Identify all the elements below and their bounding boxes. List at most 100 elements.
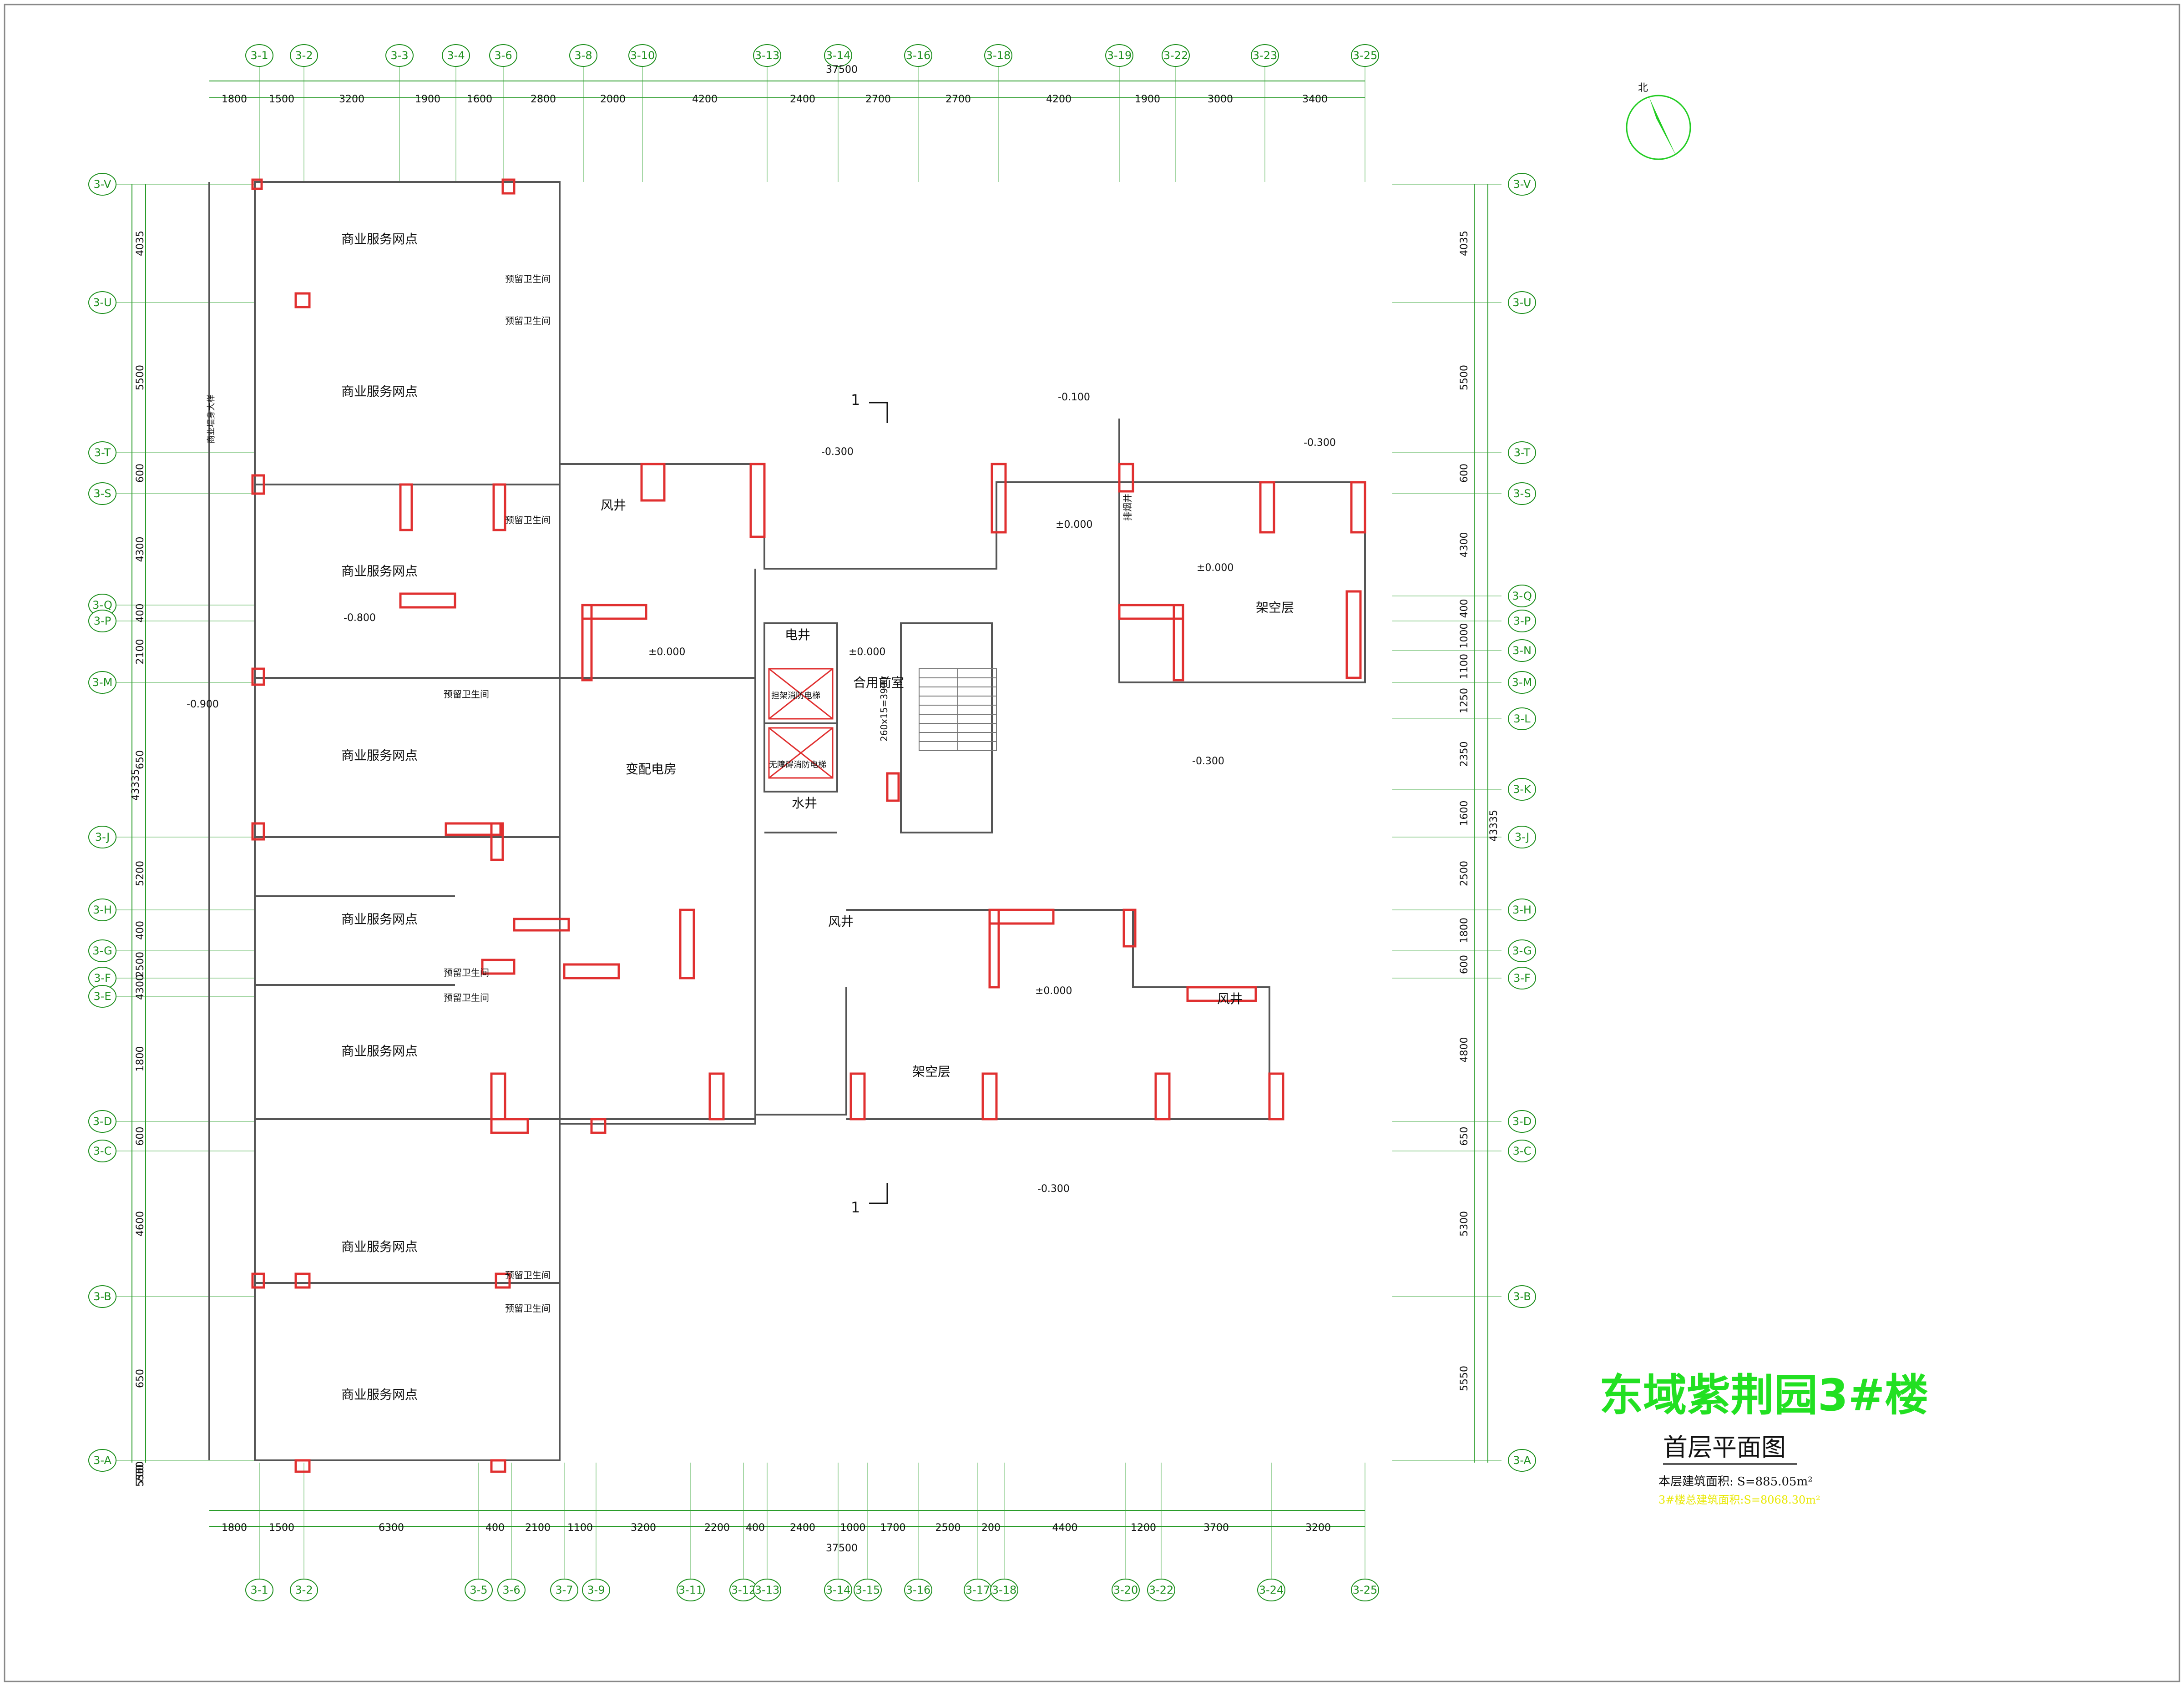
column	[1173, 604, 1184, 681]
axis-bubble-3-C: 3-C	[1508, 1140, 1536, 1162]
column	[501, 178, 516, 195]
axis-bubble-3-U: 3-U	[1508, 291, 1536, 314]
axis-bubble-3-K: 3-K	[1508, 778, 1536, 801]
column	[294, 1272, 311, 1289]
axis-label: 3-4	[447, 49, 465, 62]
axis-label: 3-2	[295, 49, 313, 62]
axis-bubble-3-B: 3-B	[1508, 1285, 1536, 1308]
column	[251, 474, 265, 495]
total-area: 3#楼总建筑面积:S=8068.30m²	[1658, 1494, 1820, 1506]
axis-bubble-3-A: 3-A	[88, 1449, 116, 1472]
axis-label: 3-C	[93, 1145, 112, 1157]
column	[1345, 590, 1362, 679]
column	[251, 822, 265, 841]
dimension-value: 3000	[1208, 94, 1233, 105]
axis-label: 3-F	[1513, 972, 1531, 984]
dimension-value: 2500	[135, 952, 146, 977]
room-commercial-8: 商业服务网点	[341, 1387, 418, 1402]
axis-bubble-3-2: 3-2	[290, 1579, 318, 1601]
dimension-value: 2400	[790, 94, 815, 105]
axis-bubble-3-12: 3-12	[729, 1579, 758, 1601]
dimension-value: 5550	[135, 1461, 146, 1487]
axis-label: 3-V	[94, 178, 112, 191]
top-dimension-lines	[131, 81, 1488, 1527]
axis-bubble-3-22: 3-22	[1162, 44, 1190, 67]
stair-treads	[919, 668, 997, 751]
axis-label: 3-19	[1107, 49, 1132, 62]
column	[490, 1072, 506, 1121]
dimension-value: 4200	[1046, 94, 1072, 105]
axis-label: 3-V	[1513, 178, 1532, 191]
dimension-value: 400	[135, 604, 146, 623]
column	[492, 483, 506, 531]
column	[981, 1072, 998, 1121]
dimension-value: 600	[1459, 955, 1470, 974]
dimension-value: 2350	[1459, 742, 1470, 767]
axis-label: 3-G	[92, 944, 112, 957]
column	[513, 918, 570, 932]
room-substation: 变配电房	[626, 762, 677, 777]
dimension-value: 5550	[1459, 1366, 1470, 1391]
column	[991, 463, 1007, 534]
room-labels: 商业服务网点 商业服务网点 商业服务网点 商业服务网点 商业服务网点 商业服务网…	[207, 232, 1294, 1402]
column	[490, 822, 504, 861]
axis-bubble-3-18: 3-18	[984, 44, 1012, 67]
axis-bubble-3-11: 3-11	[677, 1579, 705, 1601]
axis-label: 3-A	[1513, 1454, 1531, 1467]
section-mark-bottom: 1	[851, 1199, 860, 1216]
dimension-value: 1800	[222, 1522, 247, 1534]
dimension-value: 3200	[631, 1522, 656, 1534]
stairs-note: 260x15=3900	[879, 676, 890, 742]
room-commercial-7: 商业服务网点	[341, 1239, 418, 1254]
column	[563, 963, 620, 979]
level-mark-1: -0.300	[821, 446, 854, 458]
dimension-value: 200	[981, 1522, 1001, 1534]
axis-label: 3-L	[1513, 712, 1531, 725]
room-air-shaft-1: 风井	[601, 498, 626, 513]
column	[399, 483, 413, 531]
axis-label: 3-5	[470, 1584, 487, 1596]
axis-bubble-3-16: 3-16	[904, 1579, 932, 1601]
axis-bubble-3-9: 3-9	[582, 1579, 610, 1601]
axis-label: 3-16	[906, 1584, 930, 1596]
axis-bubble-3-25: 3-25	[1351, 44, 1379, 67]
column	[886, 772, 900, 802]
dimension-value: 2500	[1459, 861, 1470, 886]
axis-bubble-3-6: 3-6	[489, 44, 517, 67]
room-toilet-3: 预留卫生间	[505, 515, 551, 525]
axis-label: 3-Q	[1512, 590, 1532, 602]
axis-bubble-3-J: 3-J	[88, 826, 116, 848]
dimension-value: 4200	[692, 94, 718, 105]
dimension-value: 5500	[1459, 365, 1470, 390]
drawing-title: 东域紫荆园3#楼	[1599, 1370, 1928, 1421]
axis-bubble-3-T: 3-T	[88, 441, 116, 464]
dimension-value: 600	[1459, 464, 1470, 483]
axis-label: 3-M	[1512, 676, 1532, 689]
axis-label: 3-9	[587, 1584, 605, 1596]
axis-bubble-3-3: 3-3	[385, 44, 414, 67]
axis-bubble-3-16: 3-16	[904, 44, 932, 67]
room-toilet-5: 预留卫生间	[444, 967, 489, 978]
axis-bubble-3-V: 3-V	[1508, 173, 1536, 196]
axis-label: 3-12	[731, 1584, 756, 1596]
dimension-value: 400	[485, 1522, 505, 1534]
dimension-value: 600	[135, 1127, 146, 1146]
axis-bubble-3-15: 3-15	[854, 1579, 882, 1601]
dimension-value: 2800	[531, 94, 556, 105]
axis-label: 3-C	[1513, 1145, 1532, 1157]
level-mark-9: -0.900	[187, 699, 219, 710]
axis-label: 3-Q	[92, 599, 112, 611]
column	[1186, 986, 1257, 1002]
axis-label: 3-H	[93, 904, 112, 916]
axis-bubble-3-S: 3-S	[1508, 482, 1536, 505]
axis-label: 3-22	[1163, 49, 1188, 62]
dimension-value: 5300	[135, 1461, 146, 1487]
dimension-value: 600	[135, 464, 146, 483]
room-toilet-2: 预留卫生间	[505, 315, 551, 326]
axis-label: 3-A	[93, 1454, 111, 1467]
dimension-value: 700	[135, 1464, 146, 1484]
column	[1259, 481, 1275, 534]
axis-label: 3-B	[93, 1290, 111, 1303]
dimension-value: 1600	[467, 94, 492, 105]
